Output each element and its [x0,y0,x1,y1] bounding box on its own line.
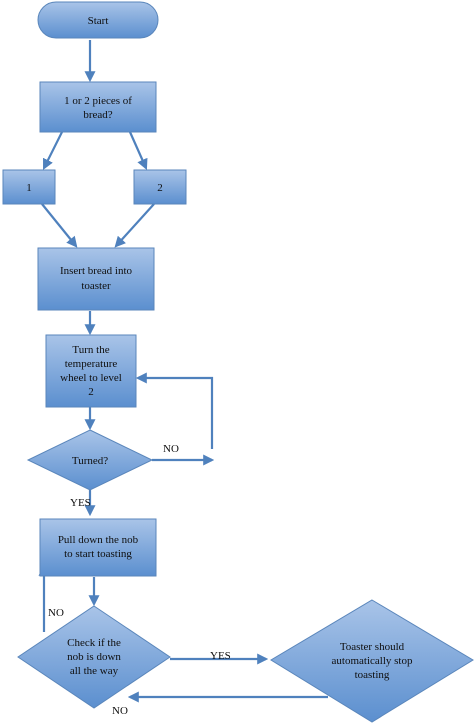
option-two-box: 2 [133,169,187,205]
arrow-one-to-insert [41,203,78,248]
stop-line-2: automatically stop [332,655,413,667]
check-nob-decision: Check if the nob is down all the way [17,605,171,709]
turn-line-3: wheel to level [60,372,122,384]
turn-line-2: temperature [65,358,118,370]
turned-label: Turned? [72,455,108,467]
turn-wheel-box: Turn the temperature wheel to level 2 [45,334,137,408]
arrow-no-loop-back [135,372,214,449]
stop-no-label: NO [112,705,128,717]
turn-line-4: 2 [88,386,94,398]
pull-nob-box: Pull down the nob to start toasting [39,518,157,577]
start-label: Start [88,15,109,27]
insert-line-2: toaster [81,280,111,292]
stop-toasting-decision: Toaster should automatically stop toasti… [270,599,474,723]
option-one-box: 1 [2,169,56,205]
check-line-1: Check if the [67,637,121,649]
connectors [38,40,328,703]
turn-line-1: Turn the [72,344,109,356]
start-node: Start [37,1,159,39]
arrow-two-to-insert [114,203,155,248]
edge-labels: NO YES NO YES NO [48,443,231,717]
option-two-label: 2 [157,182,163,194]
turned-yes-label: YES [70,497,91,509]
arrow-question-to-one [43,131,63,170]
pull-line-1: Pull down the nob [58,534,139,546]
question-line-2: bread? [83,109,112,121]
insert-bread-box: Insert bread into toaster [37,247,155,311]
check-line-3: all the way [70,665,119,677]
check-yes-label: YES [210,650,231,662]
option-one-label: 1 [26,182,32,194]
check-line-2: nob is down [67,651,121,663]
check-no-label: NO [48,607,64,619]
arrow-question-to-two [128,131,148,171]
bread-count-question-box: 1 or 2 pieces of bread? [39,81,157,133]
stop-line-1: Toaster should [340,641,405,653]
question-line-1: 1 or 2 pieces of [64,95,132,107]
turned-no-label: NO [163,443,179,455]
stop-line-3: toasting [355,669,390,681]
pull-line-2: to start toasting [64,548,132,560]
insert-line-1: Insert bread into [60,265,133,277]
turned-decision: Turned? [26,429,154,491]
